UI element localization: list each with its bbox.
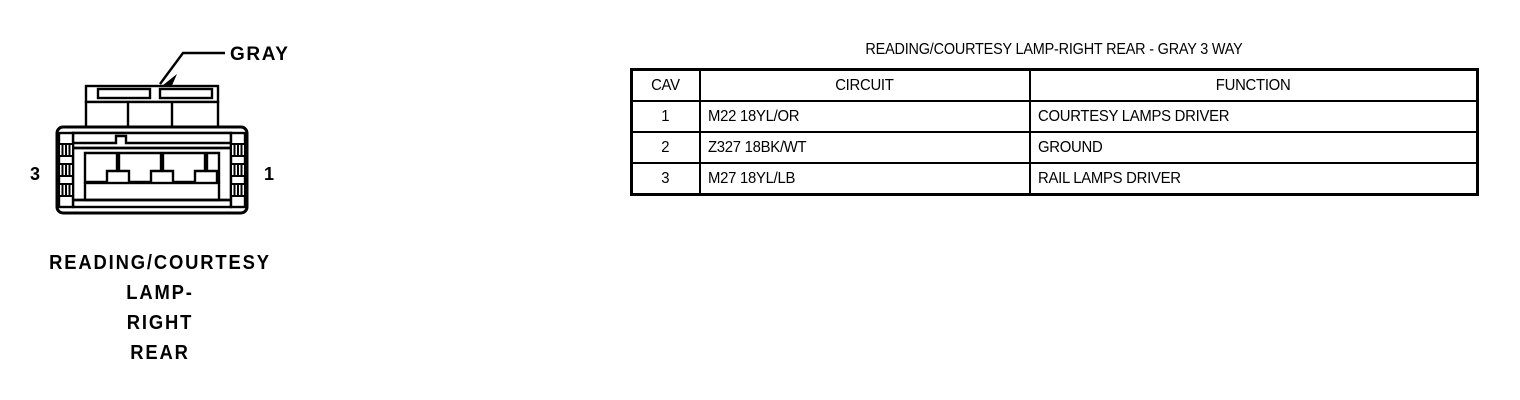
cell-function-value: GROUND <box>1037 138 1103 156</box>
connector-caption: READING/COURTESY LAMP- RIGHT REAR <box>13 248 307 368</box>
connector-caption-line-3: RIGHT <box>126 312 194 334</box>
pinout-header-row: CAV CIRCUIT FUNCTION <box>630 68 1479 102</box>
cell-circuit: M22 18YL/OR <box>698 100 1031 133</box>
cell-circuit-value: M27 18YL/LB <box>707 169 795 187</box>
cell-cav-value: 2 <box>661 138 670 156</box>
table-row: 2 Z327 18BK/WT GROUND <box>630 131 1479 164</box>
cell-cav-value: 3 <box>661 169 670 187</box>
gray-wire-label: GRAY <box>230 44 290 65</box>
pin-number-left: 3 <box>30 164 40 184</box>
connector-side-ribs-left <box>57 131 75 209</box>
column-header-cav-label: CAV <box>651 76 681 94</box>
pin-number-right: 1 <box>264 164 274 184</box>
column-header-circuit: CIRCUIT <box>698 68 1031 102</box>
pinout-title: READING/COURTESY LAMP-RIGHT REAR - GRAY … <box>865 41 1243 58</box>
connector-housing <box>55 125 249 215</box>
column-header-circuit-label: CIRCUIT <box>835 76 894 94</box>
cell-cav: 3 <box>630 162 701 196</box>
cell-cav: 1 <box>630 100 701 133</box>
table-row: 1 M22 18YL/OR COURTESY LAMPS DRIVER <box>630 100 1479 133</box>
column-header-function: FUNCTION <box>1028 68 1479 102</box>
cell-circuit: Z327 18BK/WT <box>698 131 1031 164</box>
table-row: 3 M27 18YL/LB RAIL LAMPS DRIVER <box>630 162 1479 196</box>
cell-cav-value: 1 <box>661 107 670 125</box>
cell-cav: 2 <box>630 131 701 164</box>
cell-circuit-value: M22 18YL/OR <box>707 107 800 125</box>
pinout-table: CAV CIRCUIT FUNCTION 1 M22 18YL/OR COURT… <box>630 68 1479 196</box>
cell-circuit: M27 18YL/LB <box>698 162 1031 196</box>
cell-function: GROUND <box>1028 131 1479 164</box>
column-header-function-label: FUNCTION <box>1215 76 1291 94</box>
column-header-cav: CAV <box>630 68 701 102</box>
connector-latch <box>84 84 220 130</box>
connector-drawing: GRAY 3 1 <box>30 44 290 215</box>
connector-side-ribs-right <box>229 131 247 209</box>
terminal-cavities <box>83 151 221 184</box>
connector-figure: GRAY 3 1 READING/COURTESY LAMP- RIGHT RE… <box>0 0 330 400</box>
cell-circuit-value: Z327 18BK/WT <box>707 138 807 156</box>
pinout-section: READING/COURTESY LAMP-RIGHT REAR - GRAY … <box>630 40 1479 196</box>
connector-caption-line-1: READING/COURTESY <box>49 252 271 274</box>
cell-function-value: RAIL LAMPS DRIVER <box>1037 169 1181 187</box>
connector-caption-line-4: REAR <box>130 342 190 364</box>
connector-caption-line-2: LAMP- <box>126 282 194 304</box>
cell-function-value: COURTESY LAMPS DRIVER <box>1037 107 1229 125</box>
cell-function: COURTESY LAMPS DRIVER <box>1028 100 1479 133</box>
cell-function: RAIL LAMPS DRIVER <box>1028 162 1479 196</box>
